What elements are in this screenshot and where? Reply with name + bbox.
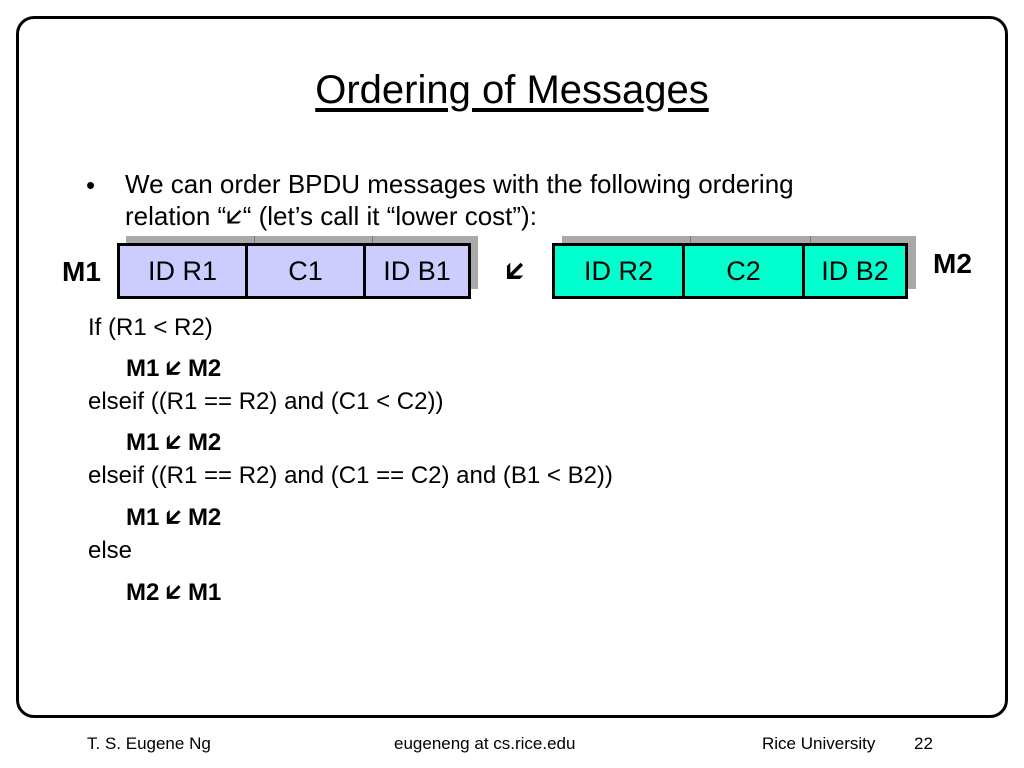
rule-line: else [88,537,133,564]
rule-line: elseif ((R1 == R2) and (C1 == C2) and (B… [88,462,613,489]
m1-field-bridge-id: ID B1 [383,255,451,286]
m2-field-bridge-id: ID B2 [821,255,889,286]
rule-result-line: M1 🡯 M2 [126,355,222,382]
bullet-marker: • [86,170,96,200]
rule-line: elseif ((R1 == R2) and (C1 < C2)) [88,388,444,415]
rule-result-line: M1 🡯 M2 [126,429,222,456]
lower-cost-relation-icon: 🡯 [506,255,524,286]
m2-field-cost: C2 [685,246,805,296]
bullet-text: We can order BPDU messages with the foll… [125,168,885,232]
m1-label: M1 [62,256,101,287]
m2-field-root-id: ID R2 [555,246,685,296]
m2-label: M2 [933,248,972,279]
m1-message-box: ID R1 C1 ID B1 [117,243,471,299]
rule-result-line: M1 🡯 M2 [126,504,222,531]
slide-frame [16,16,1008,718]
footer-page-number: 22 [914,734,933,753]
rule-result-line: M2 🡯 M1 [126,579,222,606]
m1-field-root-id: ID R1 [120,246,248,296]
slide-title: Ordering of Messages [315,68,709,112]
bullet-line-1: We can order BPDU messages with the foll… [125,169,794,199]
bullet-line-2: relation “🡯“ (let’s call it “lower cost”… [125,201,537,231]
footer-author: T. S. Eugene Ng [87,734,211,753]
rule-line: If (R1 < R2) [88,314,213,341]
m1-field-cost: C1 [248,246,366,296]
footer-institution: Rice University [762,734,876,753]
m2-message-box: ID R2 C2 ID B2 [552,243,908,299]
footer-email: eugeneng at cs.rice.edu [394,734,576,753]
